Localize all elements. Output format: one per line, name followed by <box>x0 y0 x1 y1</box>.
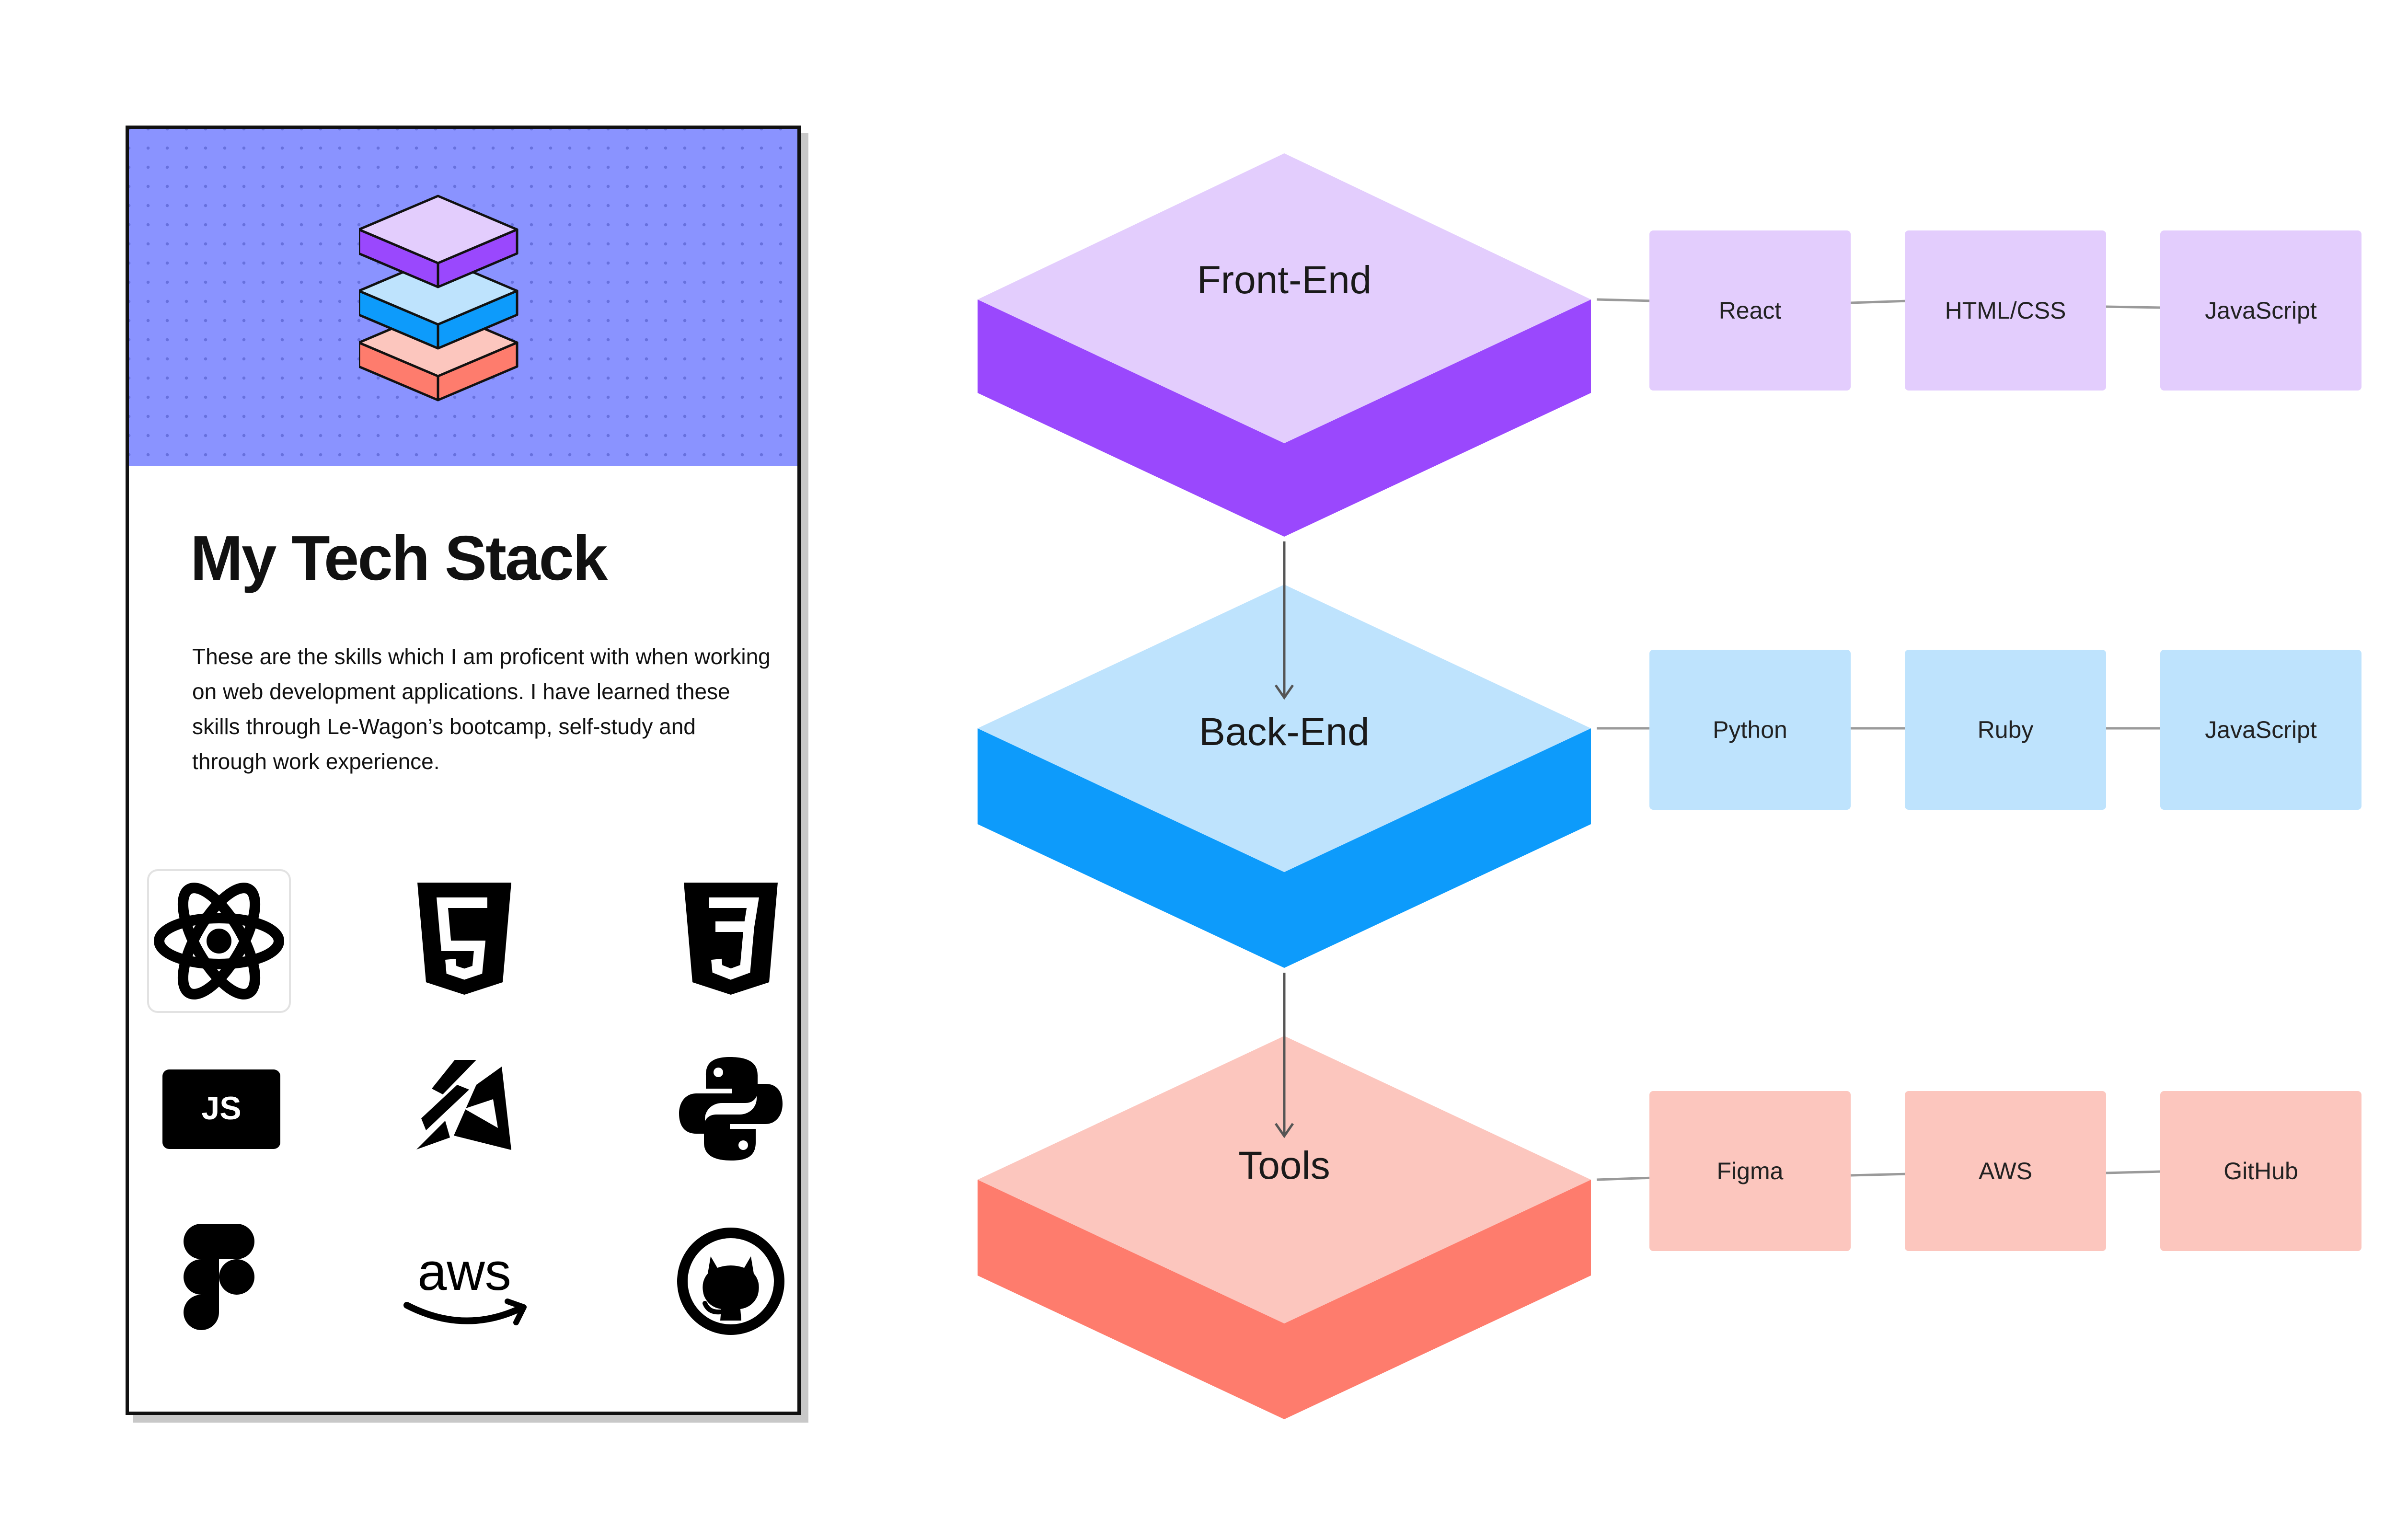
aws-icon: aws <box>392 1209 536 1353</box>
aws-text: aws <box>417 1242 511 1301</box>
stack-layer-blue <box>359 256 518 350</box>
layer-frontend-label: Front-End <box>1197 258 1372 302</box>
node-connectors <box>1596 298 2162 1181</box>
python-icon <box>659 1037 803 1181</box>
node-html-css[interactable]: HTML/CSS <box>1905 230 2106 391</box>
node-github[interactable]: GitHub <box>2160 1091 2361 1251</box>
html5-icon <box>392 869 536 1013</box>
react-icon[interactable] <box>147 869 291 1013</box>
connector-tools-figma <box>1596 1176 1654 1181</box>
node-javascript-frontend[interactable]: JavaScript <box>2160 230 2361 391</box>
figma-icon <box>147 1209 291 1353</box>
layers-stack-icon <box>359 195 518 402</box>
connector-htmlcss-javascript <box>2106 305 2162 309</box>
node-javascript-backend[interactable]: JavaScript <box>2160 650 2361 810</box>
node-python[interactable]: Python <box>1649 650 1851 810</box>
layer-frontend: Front-End <box>978 153 1591 537</box>
kotlin-icon <box>392 1037 536 1181</box>
connector-frontend-react <box>1596 298 1654 302</box>
layer-backend-label: Back-End <box>1199 710 1370 754</box>
javascript-icon: JS <box>147 1037 291 1181</box>
arrowhead-tools <box>1274 1123 1294 1138</box>
node-figma[interactable]: Figma <box>1649 1091 1851 1251</box>
arrowhead-backend <box>1274 684 1294 700</box>
card-header <box>129 129 797 466</box>
card-title: My Tech Stack <box>190 523 608 593</box>
stack-layer-purple <box>359 195 518 288</box>
node-react[interactable]: React <box>1649 230 1851 391</box>
github-icon <box>659 1209 803 1353</box>
css3-icon <box>659 869 803 1013</box>
connector-figma-aws <box>1850 1172 1909 1177</box>
layer-backend: Back-End <box>978 585 1591 968</box>
connector-aws-github <box>2106 1170 2162 1174</box>
node-ruby[interactable]: Ruby <box>1905 650 2106 810</box>
layer-tools: Tools <box>978 1036 1591 1419</box>
layer-tools-label: Tools <box>1238 1144 1330 1187</box>
card-description: These are the skills which I am proficen… <box>192 644 771 774</box>
connector-react-htmlcss <box>1850 299 1909 304</box>
node-aws[interactable]: AWS <box>1905 1091 2106 1251</box>
js-badge-text: JS <box>201 1090 241 1126</box>
tech-stack-card: My Tech Stack These are the skills which… <box>126 126 801 1415</box>
